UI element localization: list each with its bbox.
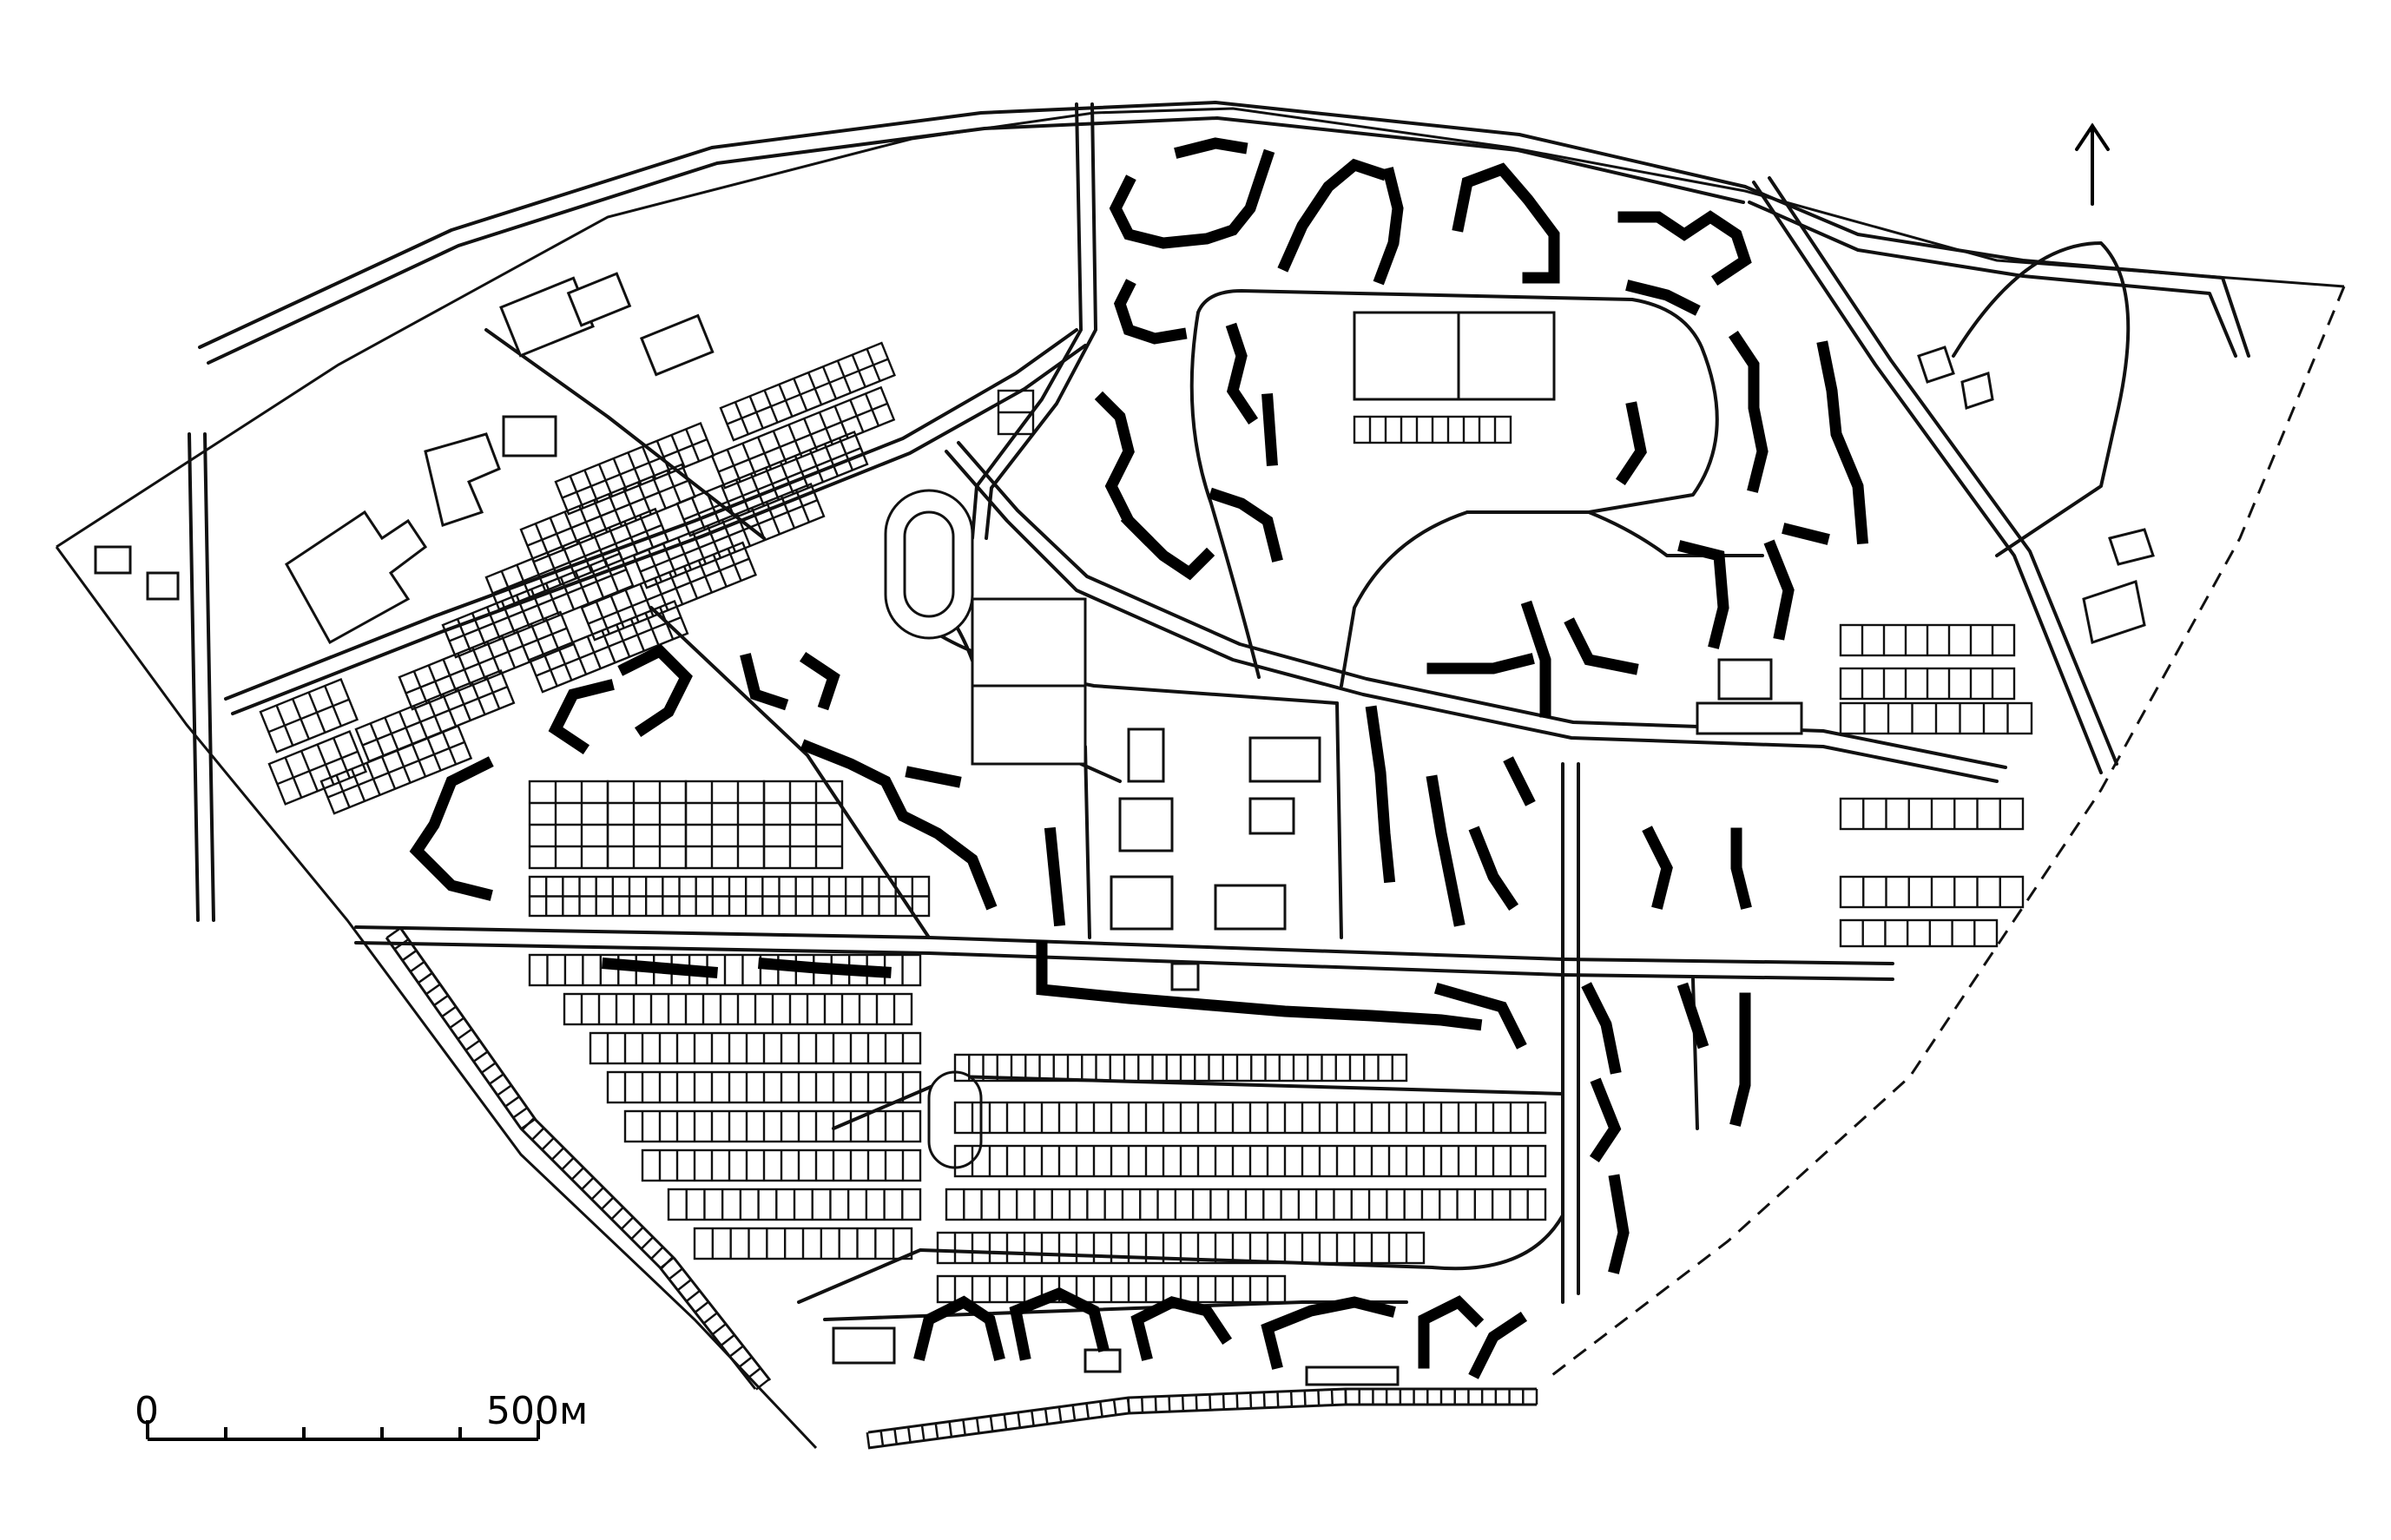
north-arrow: [2075, 122, 2110, 206]
scale-bar-end-label: 500м: [486, 1389, 588, 1433]
sports-fields: [971, 597, 1087, 766]
railway-ticks: [385, 927, 1538, 1449]
scale-bar: 0 500м: [135, 1389, 588, 1441]
scale-bar-start-label: 0: [135, 1389, 159, 1433]
site-boundary: [55, 107, 2346, 1450]
outlined-buildings: [94, 272, 2155, 1386]
solid-buildings: [409, 137, 1869, 1379]
road-network: [188, 101, 2250, 1321]
residential-lots: [259, 341, 2033, 1304]
